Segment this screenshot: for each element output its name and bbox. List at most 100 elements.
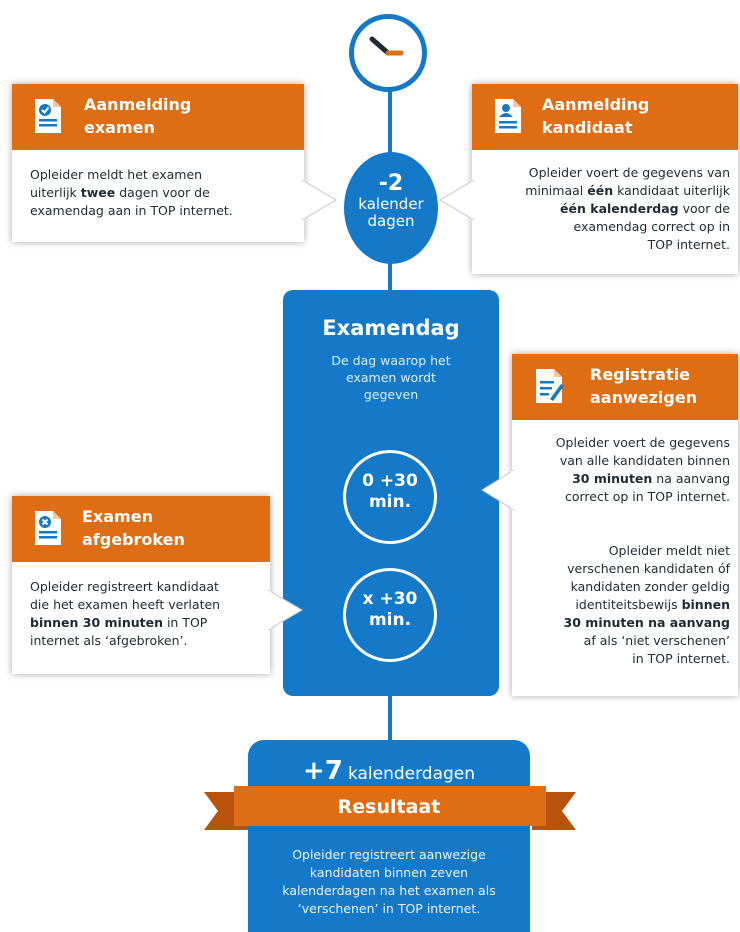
card-pointer-right — [268, 590, 303, 630]
card-text-line: af als ‘niet verschenen’ — [583, 633, 730, 648]
card-text-line: internet als ‘afgebroken’. — [30, 633, 188, 648]
timeline-line-bottom — [388, 694, 392, 744]
card-text-line: minimaal één kandidaat uiterlijk — [480, 182, 730, 200]
card-text: Opleider meldt het examen uiterlijk twee… — [30, 166, 294, 220]
timeline-line-top — [388, 88, 392, 158]
card-text-line: binnen 30 minuten in TOP — [30, 614, 262, 632]
clock-icon — [349, 14, 427, 92]
card-title-line2: aanwezigen — [590, 388, 698, 407]
card-title-line1: Examen — [82, 507, 153, 526]
time-marker-line2: min. — [368, 610, 412, 630]
document-check-icon — [35, 99, 61, 133]
card-title-line2: examen — [84, 118, 155, 137]
card-aanmelding-examen: Aanmelding examen Opleider meldt het exa… — [12, 84, 304, 242]
time-marker-text: x +30 min. — [346, 589, 434, 631]
card-text-paragraph-1: Opleider voert de gegevens van alle kand… — [520, 434, 730, 506]
card-header: Examen afgebroken — [12, 496, 270, 562]
text-bold: één kalenderdag — [560, 201, 679, 216]
text-part: na aanvang — [652, 471, 730, 486]
card-text-line: correct op in TOP internet. — [564, 489, 730, 504]
card-text-line: uiterlijk twee dagen voor de — [30, 184, 294, 202]
text-bold: één — [587, 183, 614, 198]
card-title-line1: Aanmelding — [84, 95, 192, 114]
text-part: kandidaat uiterlijk — [613, 183, 730, 198]
card-text-line: 30 minuten na aanvang — [520, 470, 730, 488]
time-marker-line1: 0 +30 — [362, 471, 418, 491]
time-marker-line2: min. — [368, 492, 412, 512]
timeline-marker-label-1: kalender — [358, 195, 424, 213]
text-part: minimaal — [525, 183, 588, 198]
card-text-line: één kalenderdag voor de — [480, 200, 730, 218]
time-marker-text: 0 +30 min. — [346, 471, 434, 513]
card-text-line: Opleider voert de gegevens van — [528, 165, 730, 180]
text-bold: twee — [80, 185, 116, 200]
text-bold: binnen 30 minuten — [30, 615, 163, 630]
result-description: Opleider registreert aanwezige kandidate… — [270, 846, 508, 918]
time-marker-abort: x +30 min. — [343, 568, 437, 662]
card-text-line: kandidaten zonder geldig — [570, 579, 730, 594]
subtitle-line: gegeven — [363, 387, 419, 402]
subtitle-line: De dag waarop het — [331, 353, 451, 368]
subtitle-line: examen wordt — [346, 370, 436, 385]
document-person-icon — [495, 99, 521, 133]
card-examen-afgebroken: Examen afgebroken Opleider registreert k… — [12, 496, 270, 674]
result-ribbon — [204, 786, 576, 830]
card-text: Opleider voert de gegevens van minimaal … — [480, 164, 730, 254]
card-text-line: Opleider meldt niet — [608, 543, 730, 558]
card-pointer-right — [302, 180, 337, 220]
text-part: identiteitsbewijs — [575, 597, 682, 612]
timeline-marker-label-2: dagen — [367, 212, 415, 230]
card-header: Registratie aanwezigen — [512, 354, 738, 420]
card-text-line: Opleider registreert kandidaat — [30, 579, 219, 594]
text-part: uiterlijk — [30, 185, 81, 200]
card-title-line2: afgebroken — [82, 530, 185, 549]
result-desc-line: ‘verschenen’ in TOP internet. — [297, 901, 481, 916]
result-desc-line: Opleider registreert aanwezige — [292, 847, 486, 862]
card-pointer-left — [481, 470, 514, 510]
card-title-line2: kandidaat — [542, 118, 633, 137]
examendag-panel: Examendag De dag waarop het examen wordt… — [283, 290, 499, 696]
result-panel: +7 kalenderdagen Opleider registreert aa… — [248, 740, 530, 932]
card-header: Aanmelding kandidaat — [472, 84, 738, 150]
document-cross-icon — [35, 511, 61, 545]
card-text-paragraph-2: Opleider meldt niet verschenen kandidate… — [520, 542, 730, 668]
card-text-line: die het examen heeft verlaten — [30, 597, 221, 612]
timeline-marker-number: -2 — [378, 171, 404, 196]
card-text-line: examendag aan in TOP internet. — [30, 203, 233, 218]
text-part: voor de — [678, 201, 730, 216]
time-marker-start: 0 +30 min. — [343, 450, 437, 544]
card-aanmelding-kandidaat: Aanmelding kandidaat Opleider voert de g… — [472, 84, 738, 274]
card-registratie-aanwezigen: Registratie aanwezigen Opleider voert de… — [512, 354, 738, 696]
card-text-line: Opleider voert de gegevens — [555, 435, 730, 450]
card-text-line: TOP internet. — [647, 237, 730, 252]
card-text-line: 30 minuten na aanvang — [520, 614, 730, 632]
timeline-marker-minus-2: -2 kalender dagen — [344, 152, 438, 264]
text-bold: 30 minuten na aanvang — [563, 615, 730, 630]
card-text-line: van alle kandidaten binnen — [559, 453, 730, 468]
result-desc-line: kalenderdagen na het examen als — [282, 883, 496, 898]
timeline-line-middle — [388, 262, 392, 292]
time-marker-line1: x +30 — [362, 589, 418, 609]
card-pointer-left — [439, 180, 474, 220]
result-desc-line: kandidaten binnen zeven — [309, 865, 469, 880]
result-ribbon-label: Resultaat — [337, 796, 441, 818]
text-part: in TOP — [162, 615, 208, 630]
text-part: dagen voor de — [115, 185, 210, 200]
result-plus-number: +7 — [302, 756, 343, 786]
result-deadline: +7 kalenderdagen — [248, 756, 530, 786]
card-title-line1: Registratie — [590, 365, 690, 384]
result-plus-label: kalenderdagen — [347, 764, 476, 784]
card-text: Opleider registreert kandidaat die het e… — [30, 578, 262, 650]
text-bold: binnen — [681, 597, 730, 612]
card-text-line: examendag correct op in — [573, 219, 730, 234]
examendag-title: Examendag — [322, 316, 460, 340]
card-title-line1: Aanmelding — [542, 95, 650, 114]
card-text-line: identiteitsbewijs binnen — [520, 596, 730, 614]
card-header: Aanmelding examen — [12, 84, 304, 150]
document-pencil-icon — [536, 369, 564, 403]
text-bold: 30 minuten — [572, 471, 653, 486]
examendag-subtitle: De dag waarop het examen wordt gegeven — [313, 352, 469, 403]
card-text-line: Opleider meldt het examen — [30, 167, 203, 182]
card-text-line: in TOP internet. — [632, 651, 730, 666]
card-text-line: verschenen kandidaten óf — [567, 561, 730, 576]
